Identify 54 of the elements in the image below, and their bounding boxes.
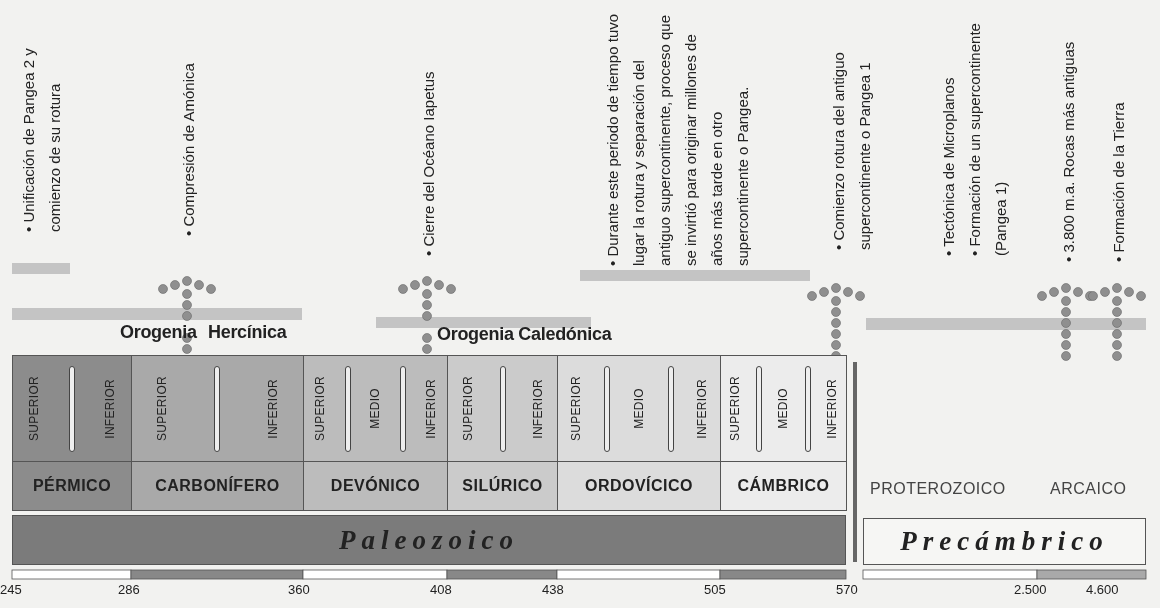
period-name: CÁMBRICO <box>737 477 830 495</box>
era-label: PROTEROZOICO <box>870 480 1006 498</box>
scale-value: 360 <box>288 582 310 597</box>
period-box <box>557 355 721 511</box>
scale-value: 2.500 <box>1014 582 1047 597</box>
period-name: CARBONÍFERO <box>155 477 280 495</box>
era-box <box>863 518 1146 565</box>
scale-value: 286 <box>118 582 140 597</box>
period-name: SILÚRICO <box>462 477 543 495</box>
period-box <box>303 355 448 511</box>
era-label: ARCAICO <box>1050 480 1127 498</box>
subdivision-label: SUPERIOR <box>568 375 583 442</box>
period-name: PÉRMICO <box>32 477 112 495</box>
period-box <box>447 355 558 511</box>
scale-value: 438 <box>542 582 564 597</box>
scale-value: 505 <box>704 582 726 597</box>
subdivision-label: SUPERIOR <box>728 375 743 442</box>
period-box <box>131 355 304 511</box>
event-note: • Compresión de Amónica <box>179 62 198 236</box>
subdivision-label: INFERIOR <box>424 378 439 439</box>
subdivision-label: INFERIOR <box>530 378 545 439</box>
era-name: Precámbrico <box>900 526 1109 557</box>
scale-value: 4.600 <box>1086 582 1119 597</box>
period-name: ORDOVÍCICO <box>584 477 694 495</box>
subdivision-label: INFERIOR <box>824 378 839 439</box>
subdivision-label: MEDIO <box>632 388 646 429</box>
subdivision-label: MEDIO <box>776 388 791 429</box>
orogeny-label: Orogenia Caledónica <box>437 324 612 345</box>
subdivision-label: INFERIOR <box>266 378 281 439</box>
orogeny-label: Orogenia <box>120 322 197 343</box>
orogeny-label: Hercínica <box>208 322 287 343</box>
event-note: • Comienzo rotura del antiguo supercontinente o Pangea 1 <box>829 51 874 250</box>
subdivision-label: SUPERIOR <box>460 375 475 442</box>
subdivision-label: INFERIOR <box>103 378 117 439</box>
scale-value: 245 <box>0 582 22 597</box>
scale-value: 408 <box>430 582 452 597</box>
period-box <box>12 355 132 511</box>
subdivision-label: INFERIOR <box>695 378 710 439</box>
event-note: • Tectónica de Microplanos <box>939 76 958 256</box>
subdivision-label: SUPERIOR <box>27 375 41 442</box>
event-note: • Formación de la Tierra <box>1109 101 1128 262</box>
period-name: DEVÓNICO <box>330 477 421 495</box>
subdivision-label: MEDIO <box>368 388 383 429</box>
era-name: Paleozoico <box>339 524 519 556</box>
event-note: • Unificación de Pangea 2 y comienzo de su rotura <box>19 47 64 232</box>
subdivision-label: SUPERIOR <box>312 375 327 442</box>
event-note: • Formación de un supercontinente (Pangea 1) <box>965 22 1010 256</box>
event-note: • Durante este periodo de tiempo tuvo lugar la rotura y separación del antiguo supercontinente, proceso que se invirtió para originar millones de años más tarde en otro supercontinente o Pangea. <box>603 12 752 266</box>
era-box <box>12 515 846 565</box>
subdivision-label: SUPERIOR <box>154 375 169 442</box>
scale-value: 570 <box>836 582 858 597</box>
period-box <box>720 355 847 511</box>
event-note: • Cierre del Océano Iapetus <box>419 70 438 256</box>
event-note: • 3.800 m.a. Rocas más antiguas <box>1059 40 1078 262</box>
